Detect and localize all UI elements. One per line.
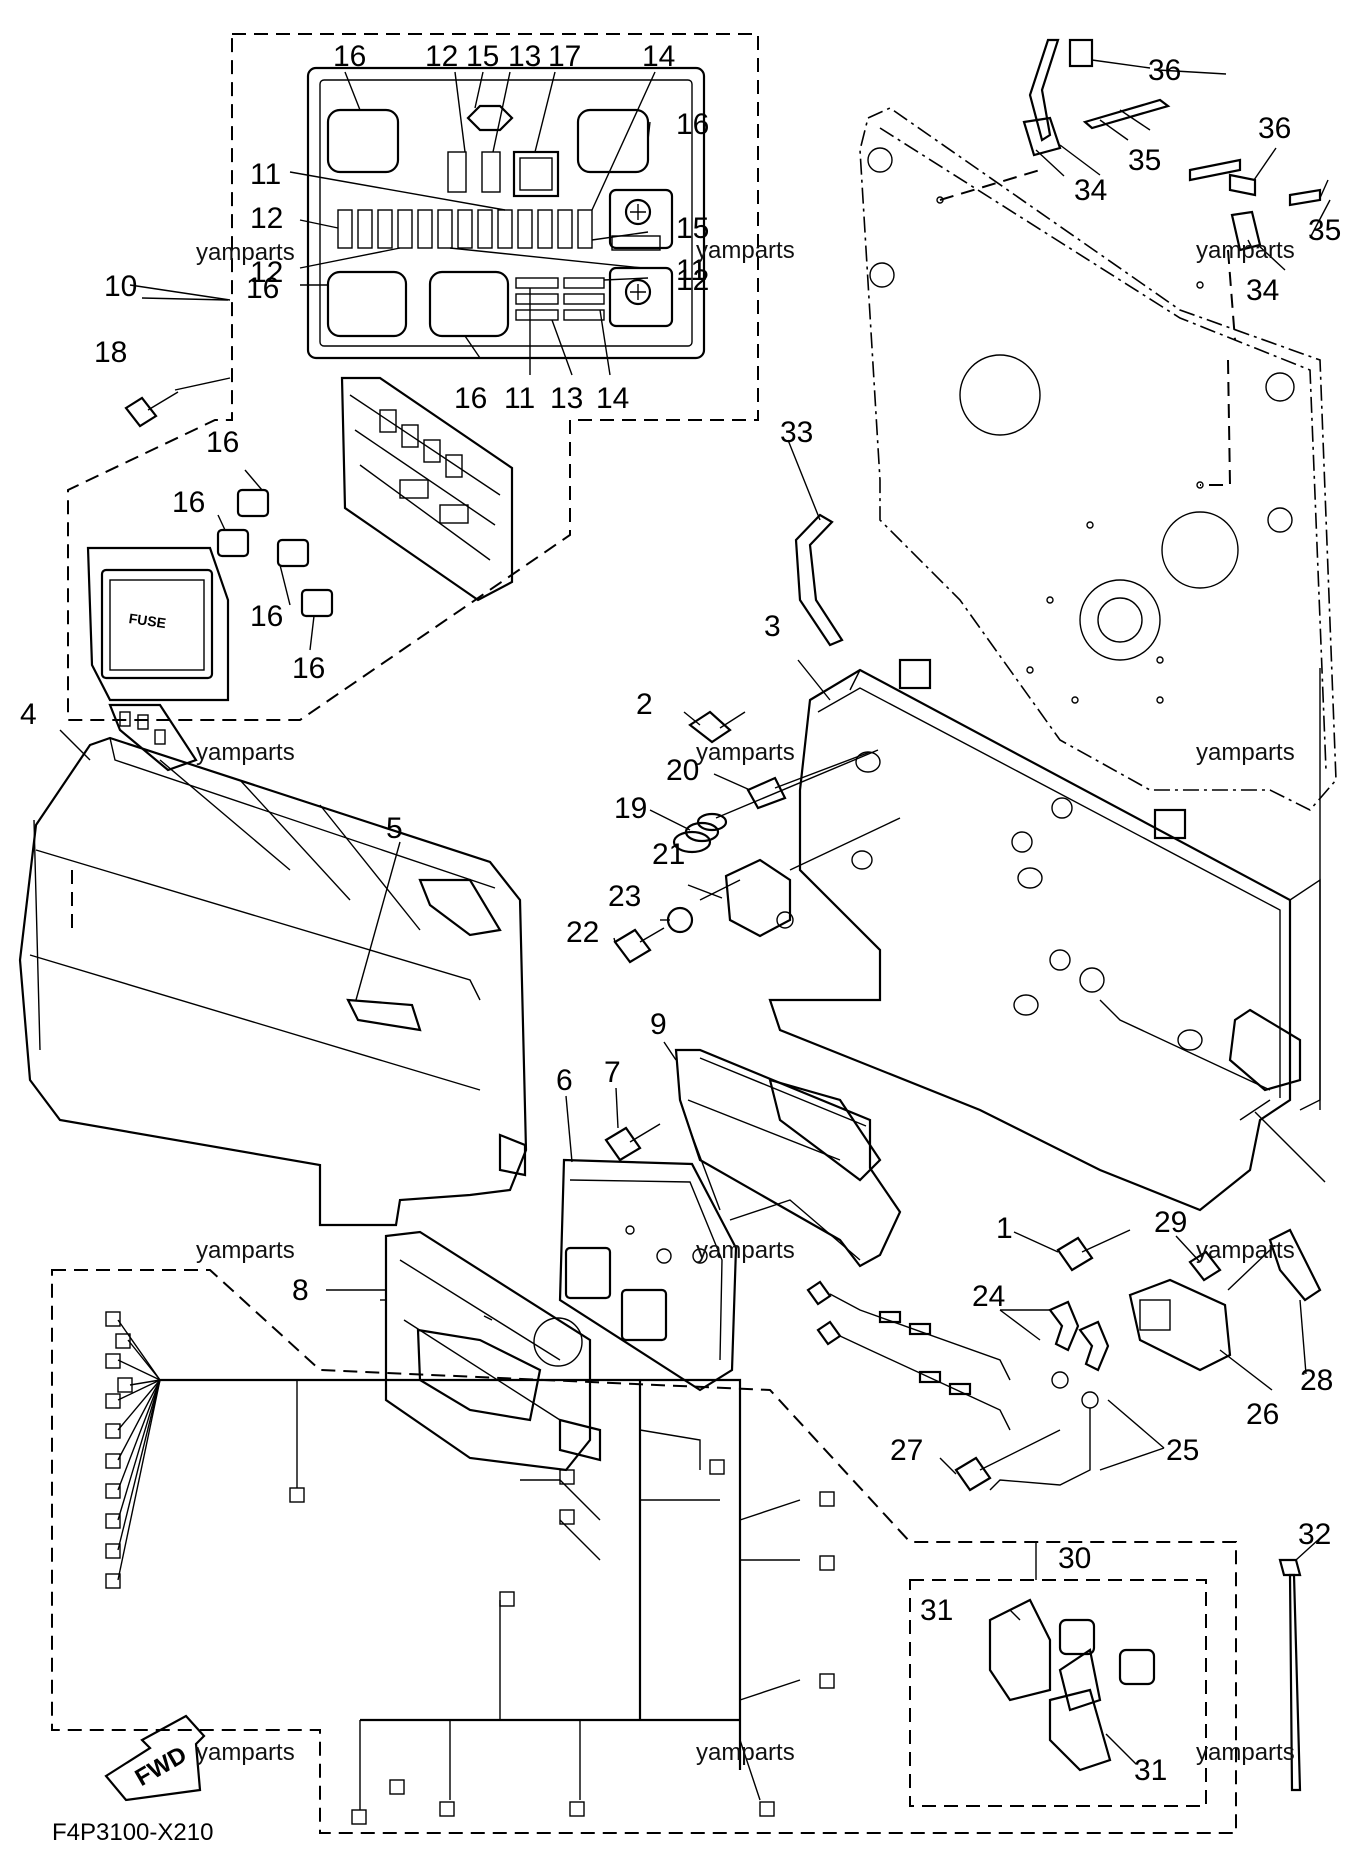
electrical-box-cover	[18, 703, 528, 1227]
callout-21: 21	[652, 838, 685, 871]
callout-20: 20	[666, 754, 699, 787]
callout-36: 36	[1148, 54, 1181, 87]
callout-32: 32	[1298, 1518, 1331, 1551]
wire-harness-inset	[51, 1269, 1237, 1834]
callout-25: 25	[1166, 1434, 1199, 1467]
callout-13: 13	[508, 40, 541, 73]
callout-12: 12	[425, 40, 458, 73]
callout-4: 4	[20, 698, 37, 731]
callout-33: 33	[780, 416, 813, 449]
fuse-cover-icon: FUSE	[86, 546, 230, 702]
watermark-text: yamparts	[1196, 739, 1295, 766]
watermark-text: yamparts	[196, 239, 295, 266]
callout-8: 8	[292, 1274, 309, 1307]
cable-tie-icon	[1278, 1539, 1319, 1792]
callout-28: 28	[1300, 1364, 1333, 1397]
callout-11: 11	[250, 158, 281, 191]
callout-16: 16	[333, 40, 366, 73]
callout-leaders	[59, 69, 1331, 1765]
callout-2: 2	[636, 688, 653, 721]
callout-27: 27	[890, 1434, 923, 1467]
callout-16: 16	[676, 108, 709, 141]
ecu-unit	[558, 1158, 738, 1392]
callout-14: 14	[596, 382, 629, 415]
callout-5: 5	[386, 812, 403, 845]
callout-23: 23	[608, 880, 641, 913]
callout-34: 34	[1074, 174, 1107, 207]
callout-24: 24	[972, 1280, 1005, 1313]
drawing-code: F4P3100-X210	[52, 1819, 213, 1846]
callout-34: 34	[1246, 274, 1279, 307]
callout-16: 16	[454, 382, 487, 415]
fwd-arrow-icon: FWD	[104, 1714, 206, 1802]
callout-3: 3	[764, 610, 781, 643]
callout-31: 31	[1134, 1754, 1167, 1787]
watermark-text: yamparts	[196, 1739, 295, 1766]
callout-15: 15	[466, 40, 499, 73]
fastener-hardware	[124, 38, 1329, 1492]
fuse-label: FUSE	[128, 610, 167, 631]
callout-11: 11	[504, 382, 535, 415]
callout-11: 11	[676, 254, 707, 287]
rectifier-inset	[909, 1542, 1207, 1807]
callout-6: 6	[556, 1064, 573, 1097]
relay-icon	[216, 488, 334, 618]
callout-15: 15	[676, 212, 709, 245]
ecu-bracket	[674, 1048, 902, 1268]
callout-26: 26	[1246, 1398, 1279, 1431]
callout-10: 10	[104, 270, 137, 303]
watermarks: yamparts yamparts yamparts yamparts yamp…	[196, 237, 1295, 1766]
callout-16: 16	[172, 486, 205, 519]
callout-29: 29	[1154, 1206, 1187, 1239]
callout-18: 18	[94, 336, 127, 369]
callout-16: 16	[206, 426, 239, 459]
callout-numbers: 16 12 15 13 17 14 16 11 12 15 12 11 10 1…	[20, 40, 1341, 1787]
watermark-text: yamparts	[1196, 1237, 1295, 1264]
watermark-text: yamparts	[1196, 1739, 1295, 1766]
fuse-box-inset: FUSE	[67, 33, 759, 721]
callout-13: 13	[550, 382, 583, 415]
callout-9: 9	[650, 1008, 667, 1041]
watermark-text: yamparts	[196, 739, 295, 766]
callout-16: 16	[246, 272, 279, 305]
callout-7: 7	[604, 1056, 621, 1089]
callout-35: 35	[1128, 144, 1161, 177]
callout-31: 31	[920, 1594, 953, 1627]
callout-36: 36	[1258, 112, 1291, 145]
callout-16: 16	[292, 652, 325, 685]
watermark-text: yamparts	[696, 237, 795, 264]
callout-16: 16	[250, 600, 283, 633]
watermark-text: yamparts	[696, 1237, 795, 1264]
callout-12: 12	[250, 256, 283, 289]
callout-14: 14	[642, 40, 675, 73]
leads-and-relay	[806, 1228, 1322, 1491]
callout-30: 30	[1058, 1542, 1091, 1575]
watermark-text: yamparts	[696, 1739, 795, 1766]
callout-19: 19	[614, 792, 647, 825]
watermark-text: yamparts	[196, 1237, 295, 1264]
electrical-box-base	[768, 658, 1326, 1212]
callout-12: 12	[676, 264, 709, 297]
callout-17: 17	[548, 40, 581, 73]
callout-1: 1	[996, 1212, 1013, 1245]
callout-35: 35	[1308, 214, 1341, 247]
engine-cover-plate	[859, 107, 1337, 811]
callout-22: 22	[566, 916, 599, 949]
watermark-text: yamparts	[696, 739, 795, 766]
fwd-label: FWD	[131, 1741, 192, 1792]
callout-12: 12	[250, 202, 283, 235]
watermark-text: yamparts	[1196, 237, 1295, 264]
